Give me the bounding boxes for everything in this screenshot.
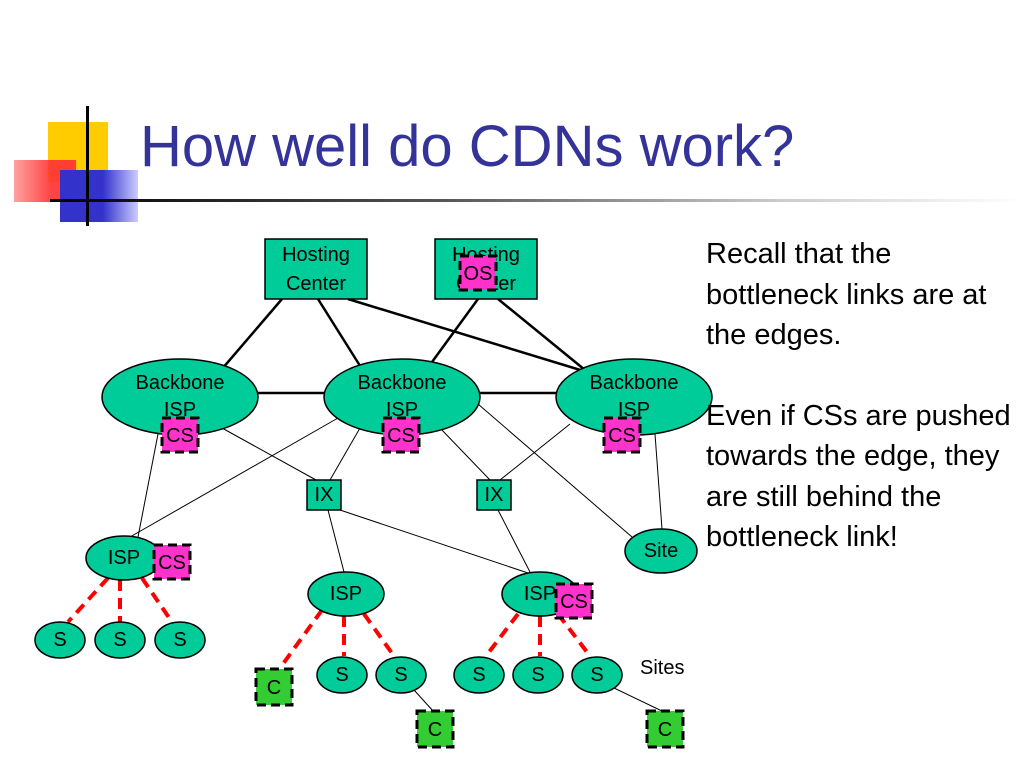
link-bb2-ix2	[439, 427, 491, 481]
site-server-s8: S	[571, 656, 623, 694]
isp-label: ISP	[108, 547, 140, 569]
backbone-isp-label: ISP	[164, 399, 196, 421]
link-hc1-bb3	[347, 297, 601, 378]
site-server-s3: S	[154, 621, 206, 659]
cache-server-label: CS	[387, 425, 415, 447]
isp-isp1: ISP	[85, 535, 163, 581]
site-server-s1: S	[34, 621, 86, 659]
link-hc1-bb1	[221, 298, 283, 370]
cache-server-cs5: CS	[554, 582, 594, 620]
note-cs-edge: Even if CSs are pushed towards the edge,…	[706, 399, 1011, 554]
backbone-isp-label: Backbone	[358, 372, 447, 394]
sites-label: Sites	[640, 657, 684, 679]
link-ix1-isp3	[339, 509, 529, 574]
site-node-site: Site	[624, 528, 698, 574]
link-bb3-site	[654, 433, 663, 530]
exchange-label: IX	[485, 484, 504, 506]
link-isp2-c1	[278, 608, 324, 670]
site-server-label: S	[335, 664, 348, 686]
backbone-isp-label: ISP	[618, 399, 650, 421]
origin-server-os: OS	[458, 254, 498, 292]
link-bb3-ix2	[499, 423, 571, 481]
client-c2: C	[415, 709, 455, 749]
link-isp3-s6	[484, 612, 520, 658]
site-server-label: S	[113, 629, 126, 651]
cache-server-label: CS	[166, 425, 194, 447]
isp-label: ISP	[330, 583, 362, 605]
backbone-isp-label: ISP	[386, 399, 418, 421]
link-hc2-bb3	[497, 298, 586, 371]
site-server-s5: S	[375, 656, 427, 694]
link-hc2-bb2	[430, 298, 480, 363]
link-isp3-s8	[556, 612, 592, 658]
link-ix2-isp3	[497, 509, 531, 573]
link-bb2-isp1	[129, 417, 339, 538]
link-hc1-bb2	[316, 298, 364, 370]
site-node-label: Site	[644, 540, 678, 562]
link-s8-c3	[613, 687, 665, 713]
cache-server-label: CS	[560, 591, 588, 613]
cache-server-cs4: CS	[152, 543, 192, 581]
isp-isp2: ISP	[307, 571, 385, 617]
cache-server-cs1: CS	[160, 416, 200, 454]
site-server-label: S	[531, 664, 544, 686]
backbone-isp-label: Backbone	[590, 372, 679, 394]
backbone-isp-label: Backbone	[136, 372, 225, 394]
link-bb2-ix1	[329, 427, 361, 481]
deco-vertical-line	[86, 106, 89, 226]
site-server-s7: S	[512, 656, 564, 694]
origin-server-label: OS	[464, 263, 493, 285]
cache-server-cs2: CS	[381, 416, 421, 454]
site-server-s2: S	[94, 621, 146, 659]
links-layer	[66, 297, 665, 713]
hosting-center-label: Center	[286, 273, 346, 295]
site-server-label: S	[590, 664, 603, 686]
cache-server-cs3: CS	[602, 416, 642, 454]
site-server-label: S	[53, 629, 66, 651]
slide-title: How well do CDNs work?	[140, 114, 795, 179]
cache-server-label: CS	[608, 425, 636, 447]
title-rule	[50, 199, 1024, 202]
link-s5-c2	[413, 689, 435, 713]
client-label: C	[428, 719, 442, 741]
hosting-center-label: Hosting	[282, 244, 350, 266]
client-c3: C	[645, 709, 685, 749]
client-c1: C	[254, 667, 294, 707]
cache-server-label: CS	[158, 552, 186, 574]
site-server-label: S	[394, 664, 407, 686]
note-bottleneck: Recall that the bottleneck links are at …	[706, 238, 987, 351]
nodes-layer: HostingCenterHostingCenterBackboneISPBac…	[34, 238, 713, 749]
exchange-ix2: IX	[476, 479, 512, 511]
client-label: C	[658, 719, 672, 741]
site-server-label: S	[472, 664, 485, 686]
link-isp1-s3	[140, 576, 174, 624]
link-bb2-site	[477, 403, 633, 538]
site-server-s4: S	[316, 656, 368, 694]
isp-label: ISP	[524, 583, 556, 605]
notes-text: Recall that the bottleneck links are at …	[706, 234, 1016, 558]
link-ix1-isp2	[327, 509, 345, 573]
client-label: C	[267, 677, 281, 699]
link-bb1-isp1	[137, 433, 159, 538]
deco-blue-square	[60, 170, 138, 222]
link-isp2-s5	[362, 612, 396, 658]
site-server-s6: S	[453, 656, 505, 694]
exchange-ix1: IX	[306, 479, 342, 511]
site-server-label: S	[173, 629, 186, 651]
exchange-label: IX	[315, 484, 334, 506]
link-bb1-ix1	[221, 427, 317, 481]
link-isp1-s1	[66, 576, 110, 624]
